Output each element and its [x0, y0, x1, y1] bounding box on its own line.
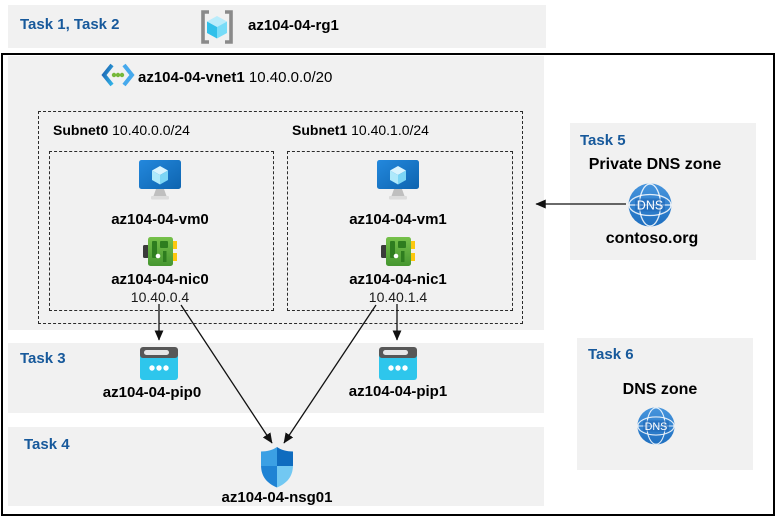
nic1-ip: 10.40.1.4 [368, 289, 428, 305]
vm1-label: az104-04-vm1 [349, 211, 447, 228]
vnet-icon [101, 62, 135, 88]
subnet1-name: Subnet1 [292, 122, 348, 138]
pip0-label: az104-04-pip0 [102, 384, 202, 401]
subnet0-cidr: 10.40.0.0/24 [112, 122, 190, 138]
subnet0-dashed-box [49, 151, 274, 311]
subnet1-dashed-box [287, 151, 513, 311]
vnet-name: az104-04-vnet1 10.40.0.0/20 [138, 69, 332, 86]
nic0-ip: 10.40.0.4 [130, 289, 190, 305]
private-dns-icon-text: DNS [637, 199, 663, 213]
task4-label: Task 4 [24, 436, 70, 453]
task6-label: Task 6 [588, 346, 634, 363]
vnet-area [8, 56, 544, 330]
nic0-label: az104-04-nic0 [111, 271, 209, 288]
pip0-icon [140, 347, 178, 380]
task6-box [577, 338, 753, 470]
private-dns-globe-icon: DNS [628, 183, 672, 227]
resource-group-name: az104-04-rg1 [248, 17, 339, 34]
task3-label: Task 3 [20, 350, 66, 367]
task3-band [8, 343, 544, 413]
subnet0-label: Subnet0 10.40.0.0/24 [53, 122, 190, 138]
nic0-icon [143, 236, 177, 268]
vm0-label: az104-04-vm0 [111, 211, 209, 228]
vnet-name-text: az104-04-vnet1 [138, 69, 245, 86]
vnet-cidr: 10.40.0.0/20 [248, 69, 333, 86]
task-1-2-label: Task 1, Task 2 [20, 16, 120, 33]
subnet1-label: Subnet1 10.40.1.0/24 [292, 122, 429, 138]
task5-label: Task 5 [580, 132, 626, 149]
vm0-icon [138, 160, 182, 202]
resource-group-band: Task 1, Task 2 az104-04-rg1 [8, 5, 546, 48]
address-space-dashed-box [38, 111, 523, 324]
nsg-shield-icon [259, 446, 295, 488]
dns-icon-text: DNS [645, 421, 668, 433]
private-dns-zone-name: contoso.org [605, 230, 699, 247]
vm1-icon [376, 160, 420, 202]
nic1-label: az104-04-nic1 [349, 271, 447, 288]
dns-globe-icon: DNS [637, 407, 675, 445]
dns-zone-title: DNS zone [622, 381, 698, 398]
pip1-label: az104-04-pip1 [348, 383, 448, 400]
private-dns-zone-title: Private DNS zone [588, 156, 722, 173]
nic1-icon [381, 236, 415, 268]
nsg-label: az104-04-nsg01 [221, 489, 333, 506]
pip1-icon [379, 347, 417, 380]
subnet0-name: Subnet0 [53, 122, 109, 138]
subnet1-cidr: 10.40.1.0/24 [351, 122, 429, 138]
resource-group-icon [198, 9, 236, 45]
